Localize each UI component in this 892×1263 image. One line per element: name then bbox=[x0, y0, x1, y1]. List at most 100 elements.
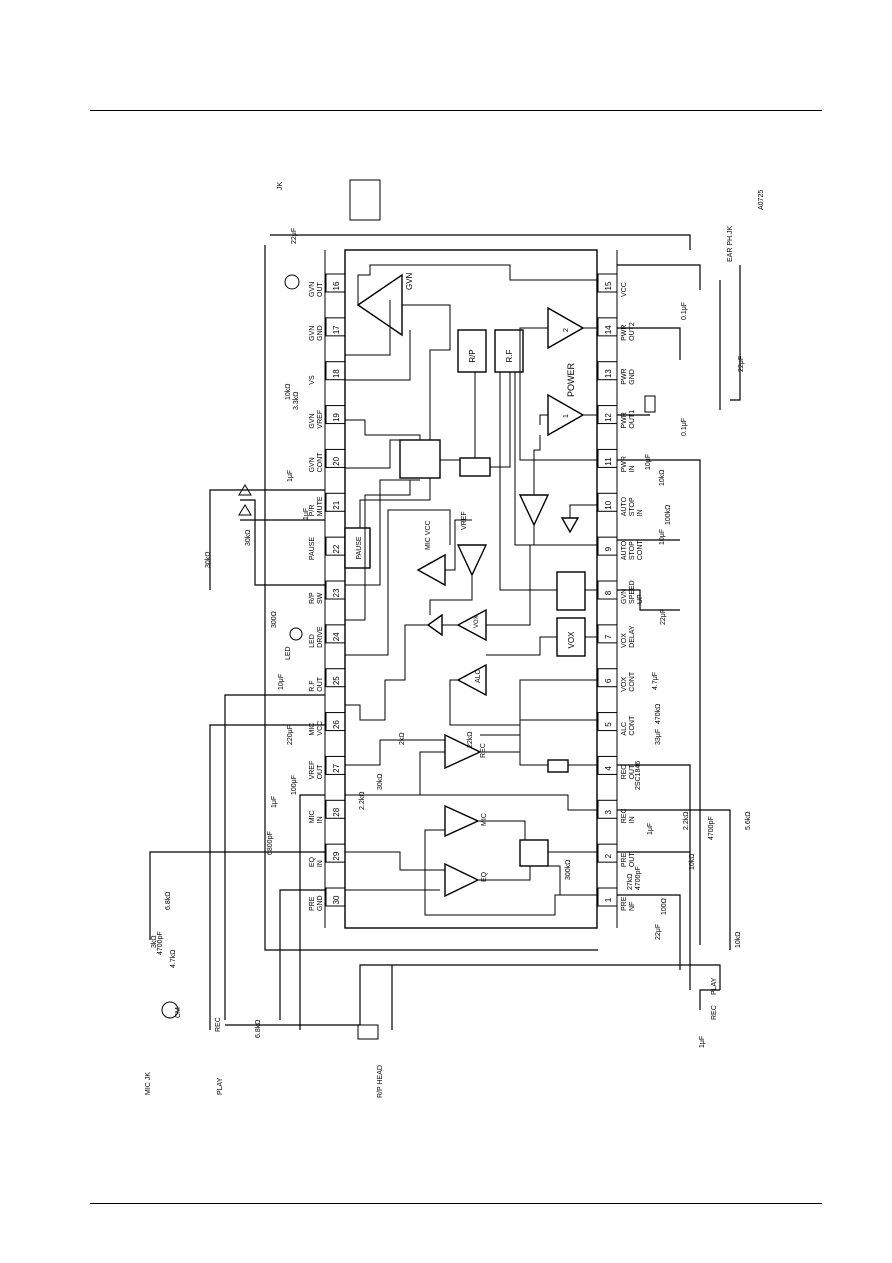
component-label: 30kΩ bbox=[205, 551, 212, 568]
pin-5-box bbox=[597, 712, 618, 732]
external-wiring bbox=[149, 234, 741, 1030]
rec-res-label: 22kΩ bbox=[467, 731, 474, 748]
component-label: 1μF bbox=[271, 796, 278, 808]
component-label: 2kΩ bbox=[399, 732, 406, 745]
pin-10-name: AUTO bbox=[621, 496, 628, 516]
component-label: PLAY bbox=[711, 977, 718, 995]
component-label: 6800pF bbox=[267, 831, 274, 855]
pin-5-number: 5 bbox=[604, 722, 613, 727]
pin-17-name: GND bbox=[317, 325, 324, 341]
pin-7-number: 7 bbox=[604, 634, 613, 639]
pin-1-number: 1 bbox=[604, 897, 613, 902]
pin-18-name: VS bbox=[309, 375, 316, 385]
eq-amp bbox=[444, 862, 480, 898]
component-label: 10μF bbox=[645, 454, 652, 470]
component-label: 4.7μF bbox=[652, 672, 659, 690]
pin-10-number: 10 bbox=[604, 500, 613, 509]
pin-29-box bbox=[325, 843, 346, 863]
battery-symbol bbox=[349, 179, 381, 221]
component-label: 22μF bbox=[655, 924, 662, 940]
component-label: R/P HEAD bbox=[377, 1065, 384, 1098]
pin-7-name: DELAY bbox=[629, 625, 636, 648]
pin-8-box bbox=[597, 580, 618, 600]
component-label: 4700pF bbox=[635, 866, 642, 890]
pin-19-box bbox=[325, 405, 346, 425]
eq-amp-label: EQ bbox=[481, 871, 488, 882]
pin-8-name: SPEED bbox=[629, 580, 636, 604]
pin-28-name: IN bbox=[317, 816, 324, 823]
component-label: 100μF bbox=[291, 775, 298, 795]
pin-6-number: 6 bbox=[604, 678, 613, 683]
pin-23-number: 23 bbox=[332, 588, 341, 597]
component-label: 220μF bbox=[287, 725, 294, 745]
component-label: 300Ω bbox=[271, 611, 278, 628]
component-label: 5.6kΩ bbox=[745, 812, 752, 830]
pin-16-number: 16 bbox=[332, 281, 341, 290]
eq-res-label: 300kΩ bbox=[565, 860, 572, 880]
component-label: 22μF bbox=[738, 356, 745, 372]
pin-11-name: IN bbox=[629, 465, 636, 472]
pin-17-name: GVN bbox=[309, 326, 316, 341]
pin-10-name: STOP bbox=[629, 497, 636, 516]
pin-21-number: 21 bbox=[332, 500, 341, 509]
pin-22-name: PAUSE bbox=[309, 537, 316, 561]
pin-12-number: 12 bbox=[604, 413, 613, 422]
alc-amp bbox=[456, 663, 487, 697]
pin-10-box bbox=[597, 492, 618, 512]
pin-5-name: CONT bbox=[629, 715, 636, 736]
amp1-label: 1 bbox=[563, 414, 570, 418]
pin-15-number: 15 bbox=[604, 281, 613, 290]
pin-24-box bbox=[325, 624, 346, 644]
diode-2 bbox=[238, 504, 252, 516]
external-components bbox=[161, 179, 656, 1040]
component-label: PLAY bbox=[217, 1077, 224, 1095]
pin-25-number: 25 bbox=[332, 676, 341, 685]
pin-27-number: 27 bbox=[332, 763, 341, 772]
component-label: 0.1μF bbox=[681, 302, 688, 320]
pin-30-name: GND bbox=[317, 895, 324, 911]
pin-18-number: 18 bbox=[332, 369, 341, 378]
pin-30-box bbox=[325, 887, 346, 907]
pin-6-name: CONT bbox=[629, 671, 636, 692]
vox-box bbox=[556, 617, 586, 657]
pin-13-name: GND bbox=[629, 369, 636, 385]
pin-8-name: GVN bbox=[621, 589, 628, 604]
pin-1-box bbox=[597, 887, 618, 907]
pin-28-name: MIC bbox=[309, 810, 316, 823]
pin-19-name: GVN bbox=[309, 413, 316, 428]
component-label: REC bbox=[711, 1005, 718, 1020]
buzzer-symbol bbox=[284, 274, 300, 290]
pin-7-box bbox=[597, 624, 618, 644]
pin-25-box bbox=[325, 668, 346, 688]
component-label: 10μF bbox=[278, 674, 285, 690]
component-label: 22μF bbox=[291, 228, 298, 244]
pin-15-name: VCC bbox=[621, 282, 628, 297]
component-label: 3kΩ bbox=[151, 935, 158, 948]
pin-9-box bbox=[597, 536, 618, 556]
pin-8-number: 8 bbox=[604, 590, 613, 595]
component-label: 1μF bbox=[699, 1036, 706, 1048]
pin-4-box bbox=[597, 755, 618, 775]
pin-4-name: REC bbox=[621, 765, 628, 780]
left-component-labels: MIC JK3kΩ4.7kΩ6.8kΩ4700pFCMRECPLAY6.8kΩR… bbox=[145, 892, 384, 1098]
pin-13-name: PWR bbox=[621, 368, 628, 384]
pin-3-box bbox=[597, 799, 618, 819]
pin-17-number: 17 bbox=[332, 325, 341, 334]
mic-amp-label: MIC bbox=[481, 813, 488, 826]
component-label: 10kΩ bbox=[735, 931, 742, 948]
pin-9-name: AUTO bbox=[621, 540, 628, 560]
pin-30-name: PRE bbox=[309, 896, 316, 911]
gvn-cont-switch bbox=[399, 439, 441, 479]
eq-switch bbox=[519, 839, 549, 867]
speaker-symbol bbox=[644, 395, 656, 413]
pause-label: PAUSE bbox=[356, 536, 363, 560]
vox-amp-label: VOX bbox=[474, 615, 480, 628]
pin-18-box bbox=[325, 361, 346, 381]
footer-rule bbox=[90, 1203, 822, 1204]
pin-11-number: 11 bbox=[604, 457, 613, 466]
component-label: 30kΩ bbox=[377, 773, 384, 790]
component-label: 2.2kΩ bbox=[359, 792, 366, 810]
pin-16-name: GVN bbox=[309, 282, 316, 297]
amp2-label: 2 bbox=[563, 328, 570, 332]
right-component-labels: EAR PH.JK0.1μF22μF0.1μF10μF10kΩ100kΩ10μF… bbox=[627, 225, 752, 1048]
